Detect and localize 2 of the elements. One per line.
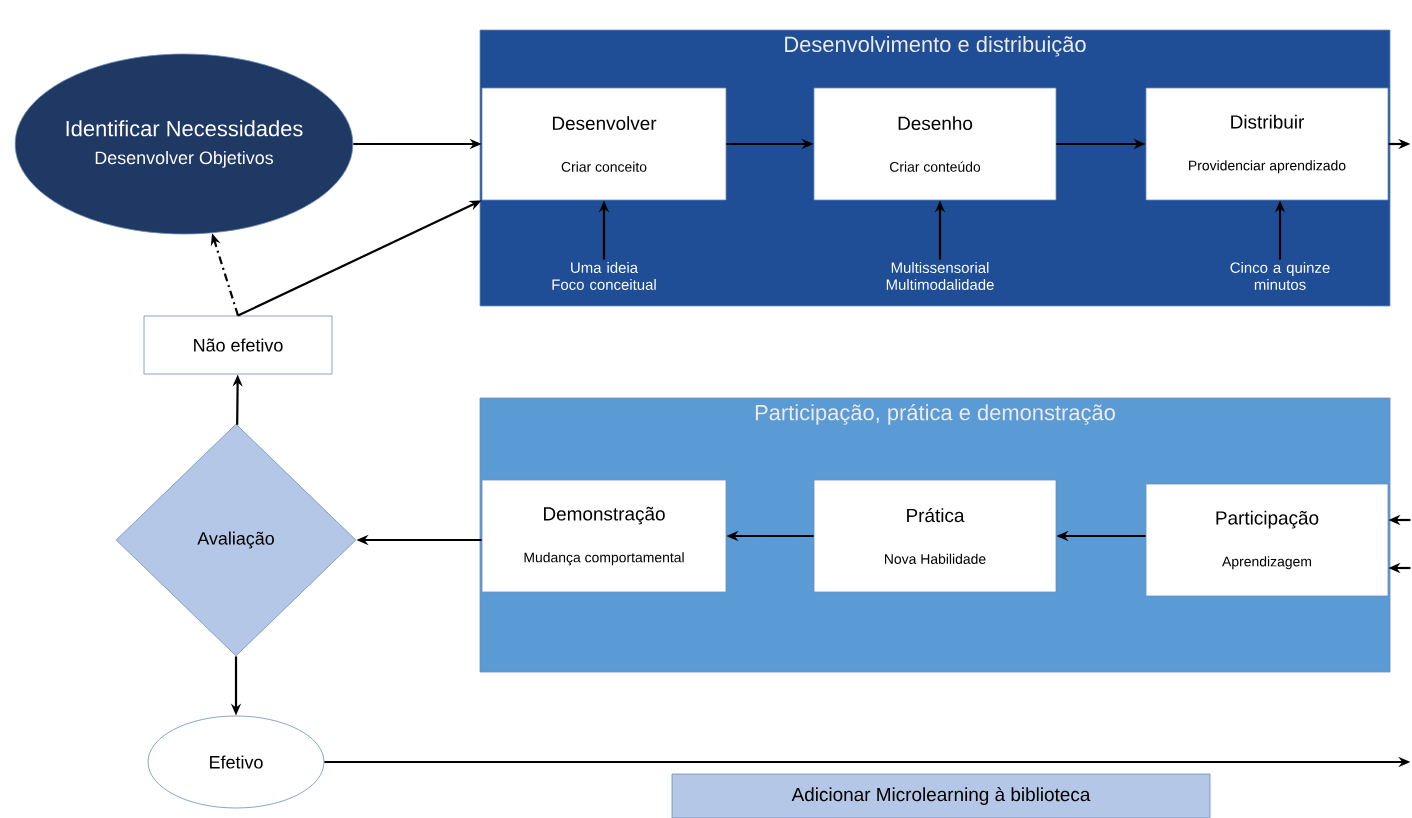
action-bar: Adicionar Microlearning à biblioteca (671, 773, 1211, 818)
process-box: Não efetivo (143, 315, 333, 375)
